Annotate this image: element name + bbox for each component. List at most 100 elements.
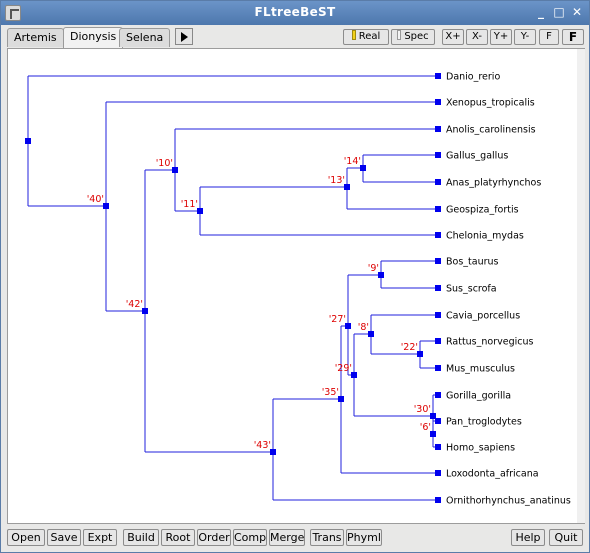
leaf-node-marker[interactable]: [435, 126, 441, 132]
internal-node-label[interactable]: '40': [87, 194, 104, 205]
leaf-label[interactable]: Gallus_gallus: [446, 151, 508, 162]
leaf-node-marker[interactable]: [435, 392, 441, 398]
leaf-node-marker[interactable]: [435, 470, 441, 476]
leaf-label[interactable]: Cavia_porcellus: [446, 311, 520, 322]
leaf-node-marker[interactable]: [435, 285, 441, 291]
order-button[interactable]: Order: [197, 529, 231, 546]
leaf-label[interactable]: Rattus_norvegicus: [446, 337, 534, 348]
internal-node-label[interactable]: '42': [126, 299, 143, 310]
internal-node-label[interactable]: '10': [156, 158, 173, 169]
internal-node-marker[interactable]: [142, 308, 148, 314]
internal-node-label[interactable]: '9': [368, 263, 379, 274]
internal-node-label[interactable]: '27': [329, 314, 346, 325]
root-button[interactable]: Root: [161, 529, 195, 546]
internal-node-marker[interactable]: [430, 431, 436, 437]
internal-node-marker[interactable]: [197, 208, 203, 214]
leaf-label[interactable]: Ornithorhynchus_anatinus: [446, 496, 571, 507]
next-tab-arrow-icon[interactable]: [175, 28, 193, 45]
internal-node-label[interactable]: '22': [401, 342, 418, 353]
internal-node-label[interactable]: '13': [328, 175, 345, 186]
y-minus-button[interactable]: Y-: [514, 29, 536, 45]
quit-button[interactable]: Quit: [549, 529, 583, 546]
internal-node-label[interactable]: '35': [322, 387, 339, 398]
build-button[interactable]: Build: [123, 529, 159, 546]
leaf-node-marker[interactable]: [435, 232, 441, 238]
leaf-label[interactable]: Danio_rerio: [446, 72, 500, 83]
leaf-node-marker[interactable]: [435, 365, 441, 371]
internal-node-marker[interactable]: [360, 165, 366, 171]
internal-node-marker[interactable]: [172, 167, 178, 173]
internal-node-label[interactable]: '14': [344, 156, 361, 167]
leaf-label[interactable]: Anas_platyrhynchos: [446, 178, 541, 189]
trans-button[interactable]: Trans: [310, 529, 344, 546]
x-plus-button[interactable]: X+: [442, 29, 464, 45]
leaf-node-marker[interactable]: [435, 338, 441, 344]
internal-node-marker[interactable]: [344, 184, 350, 190]
leaf-label[interactable]: Bos_taurus: [446, 257, 499, 268]
internal-node-marker[interactable]: [417, 351, 423, 357]
leaf-node-marker[interactable]: [435, 206, 441, 212]
tab-artemis[interactable]: Artemis: [7, 28, 64, 47]
leaf-node-marker[interactable]: [435, 444, 441, 450]
leaf-label[interactable]: Sus_scrofa: [446, 284, 497, 295]
compare-button[interactable]: Comp: [233, 529, 267, 546]
leaf-label[interactable]: Anolis_carolinensis: [446, 125, 536, 136]
internal-node-label[interactable]: '8': [358, 322, 369, 333]
internal-node-label[interactable]: '30': [414, 404, 431, 415]
internal-node-marker[interactable]: [351, 372, 357, 378]
vertical-scrollbar[interactable]: [577, 49, 585, 523]
maximize-icon[interactable]: □: [553, 5, 565, 19]
internal-node-marker[interactable]: [368, 331, 374, 337]
leaf-node-marker[interactable]: [435, 73, 441, 79]
leaf-node-marker[interactable]: [435, 152, 441, 158]
spec-toggle[interactable]: Spec: [391, 29, 435, 45]
y-plus-button[interactable]: Y+: [490, 29, 512, 45]
internal-node-marker[interactable]: [338, 396, 344, 402]
title-bar[interactable]: FLtreeBeST _ □ ✕: [1, 1, 589, 25]
internal-node-label[interactable]: '6': [420, 422, 431, 433]
tab-dionysis[interactable]: Dionysis: [63, 27, 124, 48]
leaf-node-marker[interactable]: [435, 179, 441, 185]
leaf-node-marker[interactable]: [435, 258, 441, 264]
leaf-node-marker[interactable]: [435, 99, 441, 105]
leaf-label[interactable]: Loxodonta_africana: [446, 469, 539, 480]
leaf-label[interactable]: Chelonia_mydas: [446, 231, 524, 242]
leaf-label[interactable]: Gorilla_gorilla: [446, 391, 511, 402]
leaf-label[interactable]: Geospiza_fortis: [446, 205, 519, 216]
font-large-button[interactable]: F: [562, 29, 584, 45]
minimize-icon[interactable]: _: [538, 5, 544, 19]
internal-node-marker[interactable]: [345, 323, 351, 329]
leaf-label[interactable]: Xenopus_tropicalis: [446, 98, 535, 109]
app-tree-icon[interactable]: [5, 5, 21, 21]
internal-node-marker[interactable]: [103, 203, 109, 209]
internal-node-marker[interactable]: [430, 413, 436, 419]
leaf-label[interactable]: Mus_musculus: [446, 364, 515, 375]
close-icon[interactable]: ✕: [571, 5, 583, 19]
export-button[interactable]: Expt: [83, 529, 117, 546]
internal-node-label[interactable]: '11': [181, 199, 198, 210]
tab-selena[interactable]: Selena: [119, 28, 171, 47]
leaf-node-marker[interactable]: [435, 418, 441, 424]
leaf-node-marker[interactable]: [435, 497, 441, 503]
internal-node-marker[interactable]: [378, 272, 384, 278]
leaf-node-marker[interactable]: [435, 312, 441, 318]
internal-node-label[interactable]: '29': [335, 363, 352, 374]
real-indicator-icon: [351, 30, 356, 40]
tree-diagram[interactable]: Danio_rerioXenopus_tropicalisAnolis_caro…: [8, 49, 577, 523]
internal-node-label[interactable]: '43': [254, 440, 271, 451]
phyml-button[interactable]: Phyml: [346, 529, 382, 546]
internal-node-marker[interactable]: [270, 449, 276, 455]
open-button[interactable]: Open: [7, 529, 45, 546]
x-minus-button[interactable]: X-: [466, 29, 488, 45]
font-small-button[interactable]: F: [539, 29, 559, 45]
save-button[interactable]: Save: [47, 529, 81, 546]
tab-bar: Artemis Dionysis Selena Real Spec X+ X- …: [5, 27, 587, 48]
merge-button[interactable]: Merge: [269, 529, 305, 546]
leaf-label[interactable]: Pan_troglodytes: [446, 417, 522, 428]
help-button[interactable]: Help: [511, 529, 545, 546]
real-toggle[interactable]: Real: [343, 29, 389, 45]
root-node-marker[interactable]: [25, 138, 31, 144]
leaf-label[interactable]: Homo_sapiens: [446, 443, 515, 454]
